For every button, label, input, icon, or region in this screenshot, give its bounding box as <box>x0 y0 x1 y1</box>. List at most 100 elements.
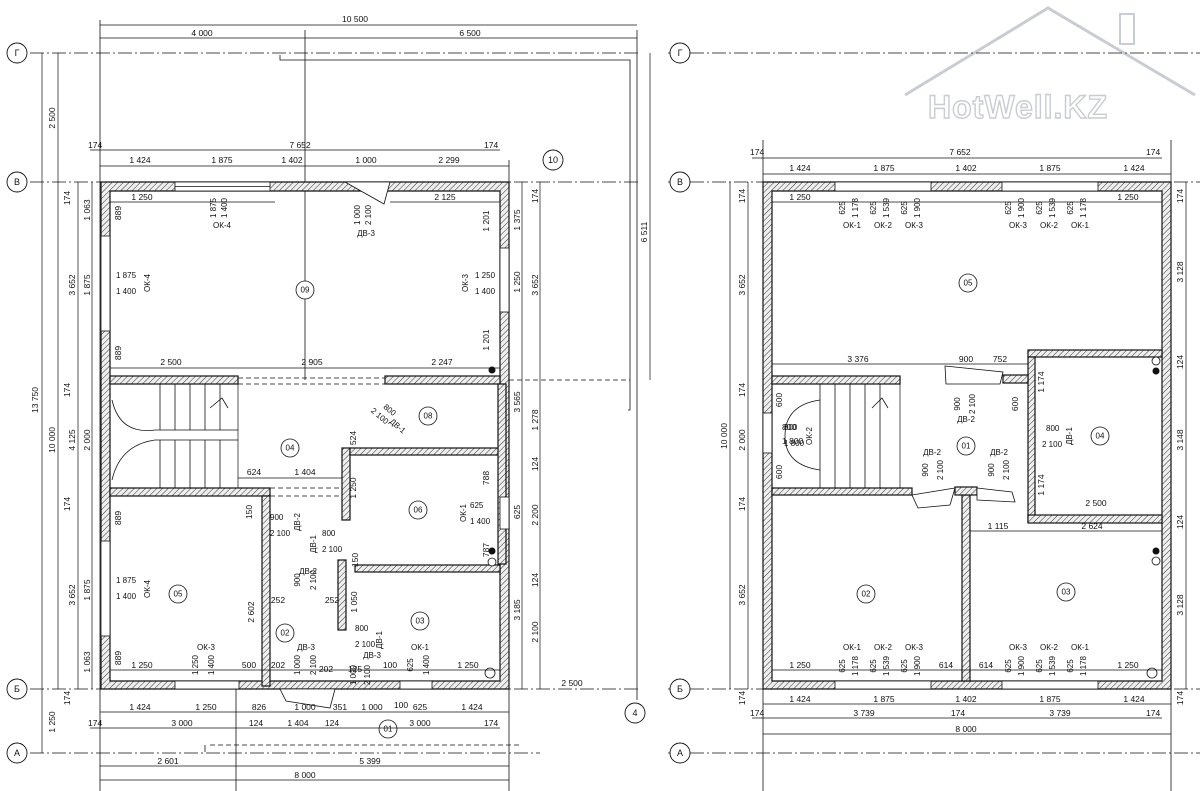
svg-text:625: 625 <box>1035 659 1044 673</box>
svg-text:03: 03 <box>416 617 425 626</box>
axis-marker-a-right: А <box>669 742 691 764</box>
svg-text:1 178: 1 178 <box>1079 197 1088 218</box>
svg-text:1 063: 1 063 <box>82 651 92 673</box>
svg-text:3 000: 3 000 <box>409 718 431 728</box>
label-ok3-right: 1 250 1 400 ОК-3 <box>461 271 496 296</box>
svg-text:ОК-1: ОК-1 <box>1071 643 1090 652</box>
svg-text:1 900: 1 900 <box>1017 655 1026 676</box>
wall-segment <box>497 383 507 565</box>
svg-text:351: 351 <box>333 702 347 712</box>
svg-text:8 000: 8 000 <box>294 770 316 780</box>
svg-text:125: 125 <box>348 664 362 674</box>
svg-text:2 100: 2 100 <box>530 621 540 643</box>
svg-text:2 500: 2 500 <box>47 107 57 129</box>
label-bottom-ok-group-1: ОК-1 625 1 178 ОК-2 625 1 539 ОК-3 625 1… <box>838 643 924 676</box>
svg-text:800: 800 <box>355 624 369 633</box>
svg-text:1 178: 1 178 <box>1079 655 1088 676</box>
svg-text:10 000: 10 000 <box>719 423 729 449</box>
svg-text:1 424: 1 424 <box>789 163 811 173</box>
svg-text:1 250: 1 250 <box>1117 660 1139 670</box>
svg-text:1 875: 1 875 <box>116 271 137 280</box>
svg-text:1 250: 1 250 <box>789 192 811 202</box>
svg-text:100: 100 <box>383 660 397 670</box>
svg-text:1 174: 1 174 <box>1036 474 1046 496</box>
svg-text:1 201: 1 201 <box>481 210 491 232</box>
svg-text:В: В <box>14 177 20 187</box>
svg-text:174: 174 <box>951 708 965 718</box>
svg-text:3 652: 3 652 <box>67 274 77 296</box>
svg-text:1 278: 1 278 <box>530 409 540 431</box>
label-ok4-top: 1 875 1 400 ОК-4 <box>209 197 232 230</box>
svg-text:2 601: 2 601 <box>157 756 179 766</box>
label-dv2-b: 900 2 100 ДВ-2 <box>293 567 318 590</box>
svg-text:ОК-3: ОК-3 <box>905 221 924 230</box>
svg-text:625: 625 <box>900 201 909 215</box>
svg-text:1 178: 1 178 <box>851 197 860 218</box>
label-dv1-b: 800 2 100 ДВ-1 <box>309 529 343 554</box>
svg-text:1 000: 1 000 <box>349 664 358 685</box>
room-marker-06: 06 <box>408 500 428 520</box>
svg-text:600: 600 <box>774 465 784 479</box>
svg-text:100: 100 <box>394 700 408 710</box>
label-ok4-left-1: 1 875 1 400 ОК-4 <box>116 271 152 296</box>
room-marker-03: 03 <box>410 611 430 631</box>
svg-text:ДВ-1: ДВ-1 <box>309 535 318 553</box>
svg-text:А: А <box>14 748 20 758</box>
svg-text:800: 800 <box>322 529 336 538</box>
svg-text:1 250: 1 250 <box>475 271 496 280</box>
svg-text:1 539: 1 539 <box>1048 197 1057 218</box>
svg-text:5 399: 5 399 <box>359 756 381 766</box>
axis-marker-4: 4 <box>624 702 646 724</box>
svg-text:1 875: 1 875 <box>1039 163 1061 173</box>
svg-text:ОК-4: ОК-4 <box>143 579 152 598</box>
svg-text:3 000: 3 000 <box>171 718 193 728</box>
svg-text:02: 02 <box>281 629 290 638</box>
svg-text:3 739: 3 739 <box>1049 708 1071 718</box>
svg-text:900: 900 <box>959 354 973 364</box>
svg-text:1 000: 1 000 <box>353 204 362 225</box>
svg-text:3 739: 3 739 <box>853 708 875 718</box>
svg-text:ДВ-1: ДВ-1 <box>388 417 408 436</box>
svg-text:1 800: 1 800 <box>784 439 805 448</box>
svg-text:174: 174 <box>88 140 102 150</box>
svg-text:Б: Б <box>677 684 683 694</box>
svg-text:1 875: 1 875 <box>1039 694 1061 704</box>
svg-text:4 125: 4 125 <box>67 429 77 451</box>
label-dv1-right: 800 2 100 ДВ-1 <box>1042 424 1074 449</box>
label-dv2-b-right: ДВ-2 900 2 100 <box>921 448 945 480</box>
svg-text:2 200: 2 200 <box>530 504 540 526</box>
label-dv2-c-right: ДВ-2 900 2 100 <box>987 448 1011 480</box>
svg-text:150: 150 <box>244 505 254 519</box>
svg-text:174: 174 <box>1175 189 1185 203</box>
svg-text:2 602: 2 602 <box>246 601 256 623</box>
svg-text:625: 625 <box>838 659 847 673</box>
svg-text:625: 625 <box>1066 201 1075 215</box>
svg-text:2 100: 2 100 <box>968 393 977 414</box>
svg-text:1 174: 1 174 <box>1036 371 1046 393</box>
svg-text:1 404: 1 404 <box>294 467 316 477</box>
svg-text:150: 150 <box>350 553 360 567</box>
svg-text:ДВ-3: ДВ-3 <box>297 643 315 652</box>
label-dv3-b: 1 000 2 100 ДВ-3 <box>293 643 318 675</box>
svg-text:1 539: 1 539 <box>882 655 891 676</box>
wall-segment <box>261 495 271 687</box>
svg-text:В: В <box>677 177 683 187</box>
svg-text:624: 624 <box>247 467 261 477</box>
svg-text:625: 625 <box>406 658 415 672</box>
svg-text:174: 174 <box>737 497 747 511</box>
svg-text:2 100: 2 100 <box>309 569 318 590</box>
svg-text:1 250: 1 250 <box>131 192 153 202</box>
svg-text:1 400: 1 400 <box>475 287 496 296</box>
svg-text:3 148: 3 148 <box>1175 429 1185 451</box>
wall-segment <box>109 487 271 497</box>
svg-text:1 000: 1 000 <box>361 702 383 712</box>
svg-text:900: 900 <box>953 397 962 411</box>
svg-text:202: 202 <box>271 660 285 670</box>
svg-text:2 125: 2 125 <box>434 192 456 202</box>
svg-text:2 500: 2 500 <box>561 678 583 688</box>
svg-text:1 400: 1 400 <box>220 197 229 218</box>
axis-marker-b: Б <box>6 678 28 700</box>
watermark: HotWell.KZ <box>904 6 1196 126</box>
svg-text:614: 614 <box>939 660 953 670</box>
staircase <box>109 383 239 489</box>
